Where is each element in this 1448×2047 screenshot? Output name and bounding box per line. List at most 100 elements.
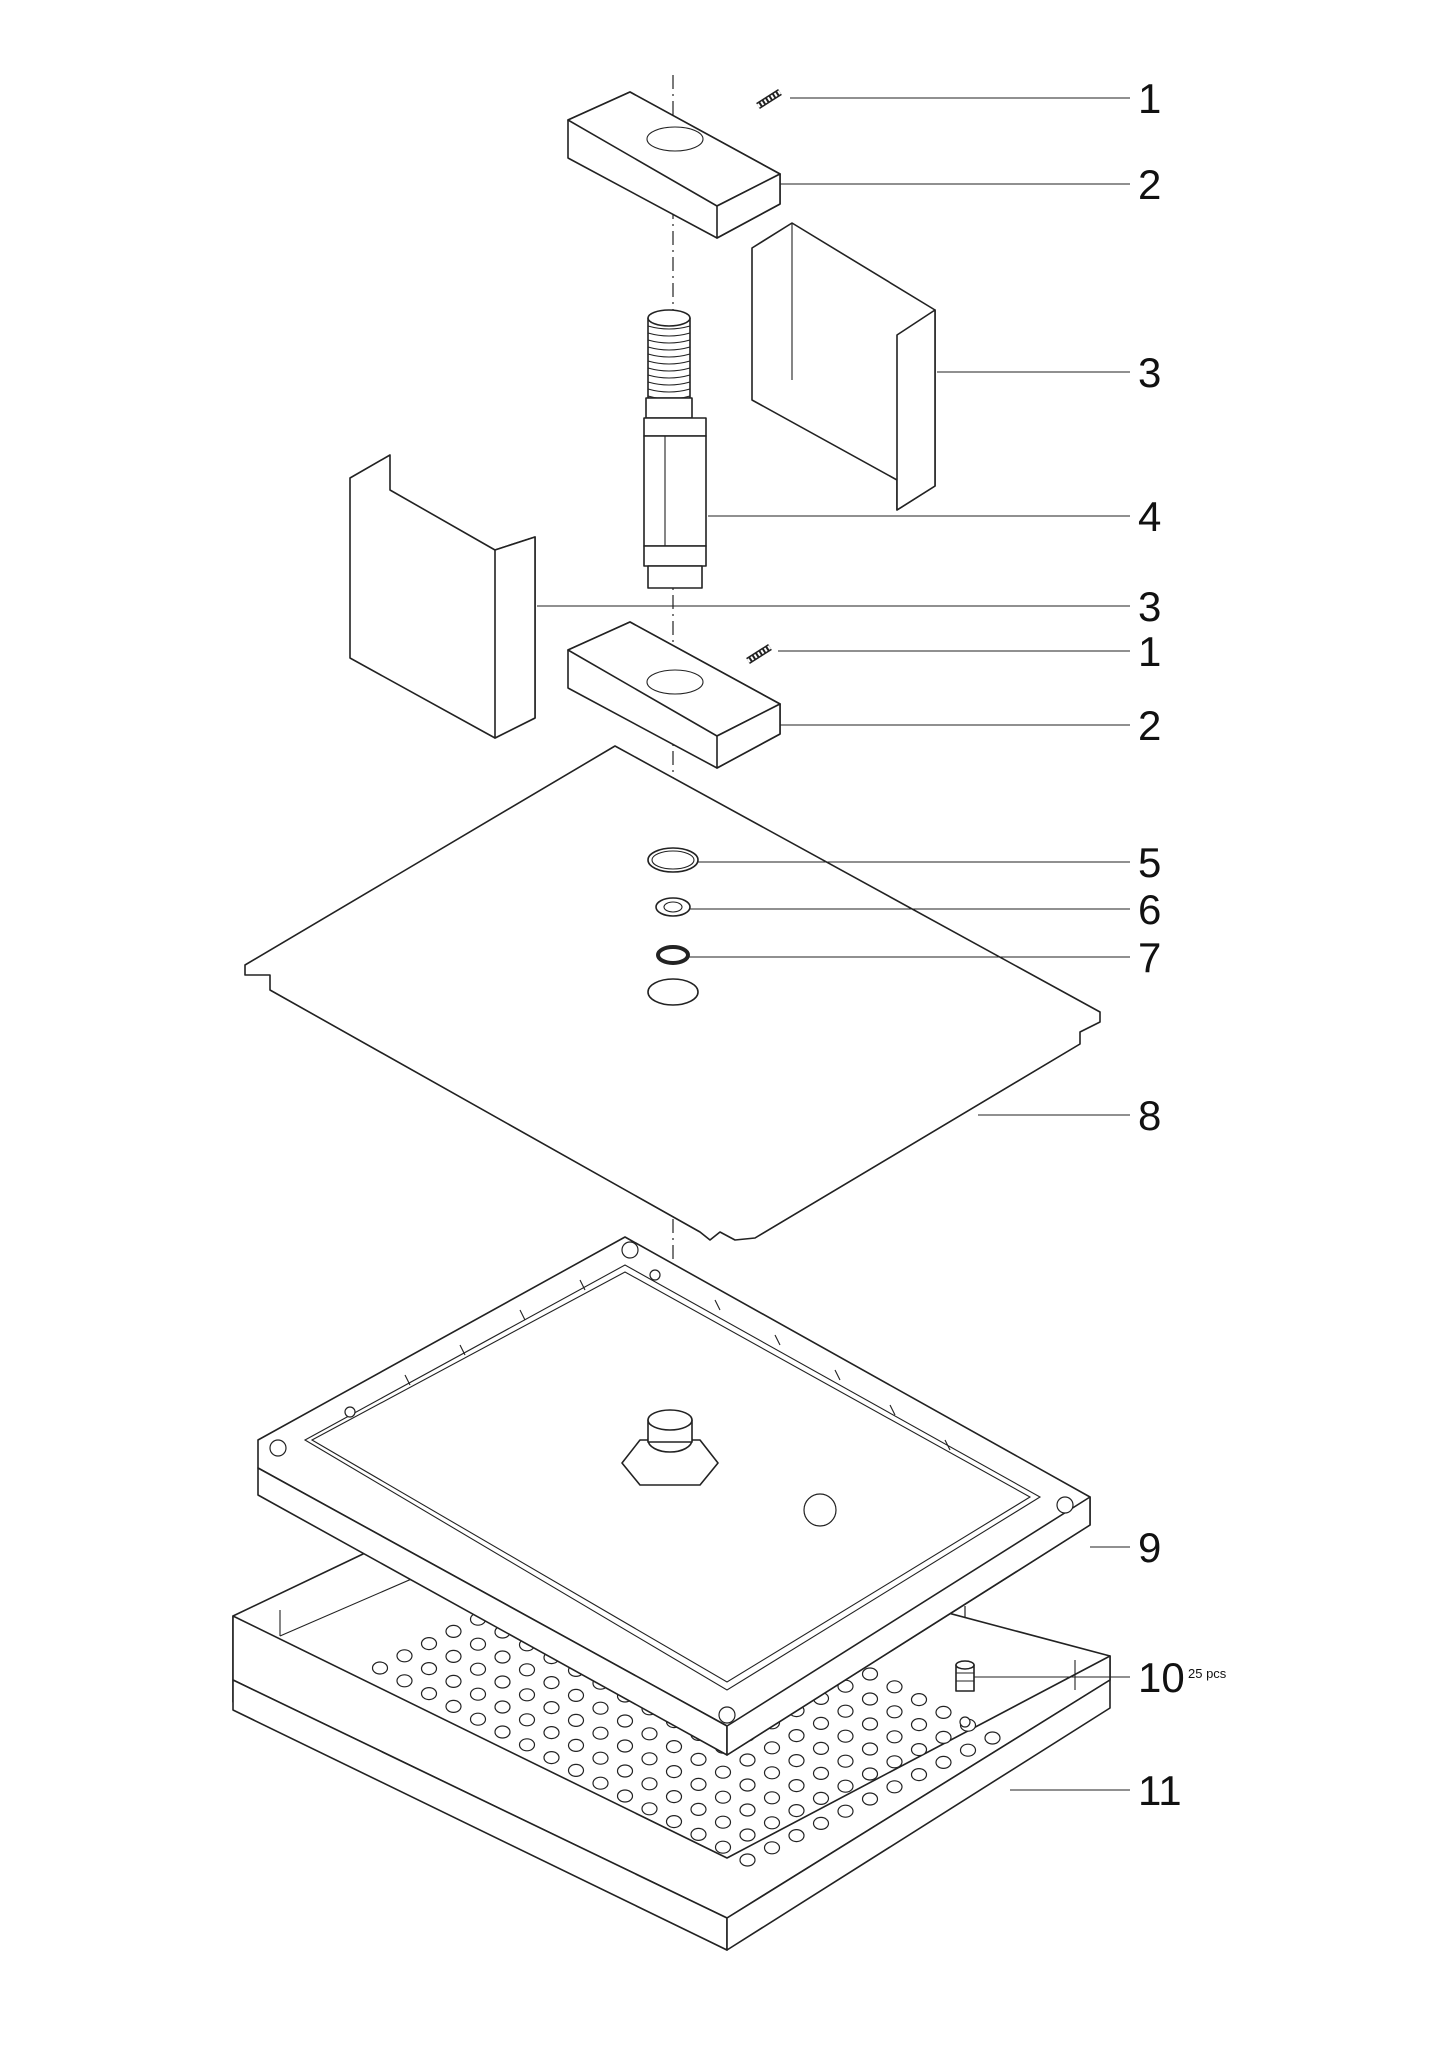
tray-hole xyxy=(959,1743,977,1757)
tray-hole xyxy=(518,1738,536,1752)
tray-hole xyxy=(494,1700,511,1714)
tray-hole xyxy=(518,1663,536,1677)
thread-line xyxy=(647,346,691,351)
tray-hole xyxy=(518,1688,536,1702)
callout-4: 4 xyxy=(1138,493,1161,540)
tray-hole xyxy=(641,1727,658,1741)
tray-hole xyxy=(812,1716,830,1731)
frame-tabs xyxy=(404,1279,951,1451)
callout-2-upper: 2 xyxy=(1138,161,1161,208)
tray-hole xyxy=(935,1705,952,1720)
tray-hole xyxy=(812,1766,830,1781)
thread-line xyxy=(647,353,691,358)
tray-hole xyxy=(739,1753,756,1767)
tray-hole xyxy=(886,1780,903,1794)
tray-hole xyxy=(616,1789,634,1803)
callout-6: 6 xyxy=(1138,886,1161,933)
tray-hole xyxy=(690,1827,707,1842)
tray-hole xyxy=(445,1649,462,1664)
callout-1-upper: 1 xyxy=(1138,75,1161,122)
callout-3-left: 3 xyxy=(1138,583,1161,630)
tray-hole xyxy=(445,1674,462,1689)
tray-hole xyxy=(616,1764,634,1778)
tray-hole xyxy=(739,1853,756,1867)
pipe-threads xyxy=(647,325,691,400)
callout-7: 7 xyxy=(1138,934,1161,981)
tray-hole xyxy=(788,1778,805,1793)
part-1-lower-screw xyxy=(746,644,772,664)
tray-hole xyxy=(837,1704,854,1718)
part-3-right-cover xyxy=(751,222,936,511)
tray-hole xyxy=(445,1699,462,1714)
tray-hole xyxy=(665,1814,683,1829)
tray-hole xyxy=(592,1776,609,1790)
tray-hole xyxy=(567,1688,585,1703)
thread-line xyxy=(647,325,691,330)
thread-line xyxy=(647,339,691,344)
callout-3-right: 3 xyxy=(1138,349,1161,396)
thread-line xyxy=(647,388,691,393)
thread-line xyxy=(647,360,691,365)
tray-hole xyxy=(690,1777,707,1792)
tray-hole xyxy=(543,1750,560,1765)
tray-hole xyxy=(445,1624,462,1639)
tray-hole xyxy=(788,1753,805,1768)
tray-hole xyxy=(690,1802,707,1817)
part-1-upper-screw xyxy=(756,89,782,109)
tray-hole xyxy=(812,1741,830,1756)
thread-line xyxy=(647,367,691,372)
callout-1-lower: 1 xyxy=(1138,628,1161,675)
tray-hole xyxy=(396,1649,413,1663)
tray-hole xyxy=(714,1790,732,1804)
tray-hole xyxy=(592,1701,609,1715)
tray-hole xyxy=(469,1637,487,1651)
tray-hole xyxy=(861,1667,879,1681)
tray-hole xyxy=(371,1661,389,1675)
tray-hole xyxy=(420,1636,438,1651)
tray-hole xyxy=(518,1713,536,1727)
tray-hole xyxy=(665,1764,683,1779)
tray-hole xyxy=(984,1731,1001,1745)
tray-hole xyxy=(616,1739,634,1753)
tray-hole xyxy=(910,1692,928,1707)
tray-hole xyxy=(420,1686,438,1701)
tray-hole xyxy=(592,1726,609,1740)
leader-lines xyxy=(537,97,1130,1791)
tray-hole xyxy=(763,1791,781,1805)
tray-hole xyxy=(763,1766,781,1780)
part-2-lower-block xyxy=(567,621,781,769)
callout-5: 5 xyxy=(1138,839,1161,886)
part-2-upper-block xyxy=(567,91,781,239)
tray-hole xyxy=(861,1767,879,1781)
tray-hole xyxy=(739,1803,756,1817)
tray-hole xyxy=(567,1713,585,1728)
tray-hole xyxy=(886,1730,903,1744)
tray-hole xyxy=(861,1742,879,1756)
tray-hole xyxy=(935,1730,952,1745)
tray-hole xyxy=(665,1739,683,1754)
tray-hole xyxy=(469,1687,487,1701)
callout-11: 11 xyxy=(1138,1767,1182,1814)
tray-hole xyxy=(641,1777,658,1791)
tray-hole xyxy=(641,1752,658,1766)
tray-hole xyxy=(910,1767,928,1782)
plate-hole xyxy=(647,978,699,1006)
tray-hole xyxy=(739,1778,756,1792)
tray-hole xyxy=(861,1692,879,1706)
tray-hole xyxy=(469,1712,487,1726)
tray-hole xyxy=(763,1741,781,1755)
tray-hole xyxy=(910,1717,928,1732)
tray-hole xyxy=(543,1700,560,1715)
tray-hole xyxy=(886,1755,903,1769)
tray-hole xyxy=(494,1675,511,1689)
tray-hole xyxy=(739,1828,756,1842)
tray-hole xyxy=(886,1705,903,1719)
part-6-washer xyxy=(655,897,691,917)
tray-hole xyxy=(567,1763,585,1778)
tray-hole xyxy=(837,1754,854,1768)
tray-hole xyxy=(910,1742,928,1757)
tray-hole xyxy=(690,1752,707,1767)
tray-hole xyxy=(396,1674,413,1688)
part-7-filter xyxy=(656,945,690,965)
